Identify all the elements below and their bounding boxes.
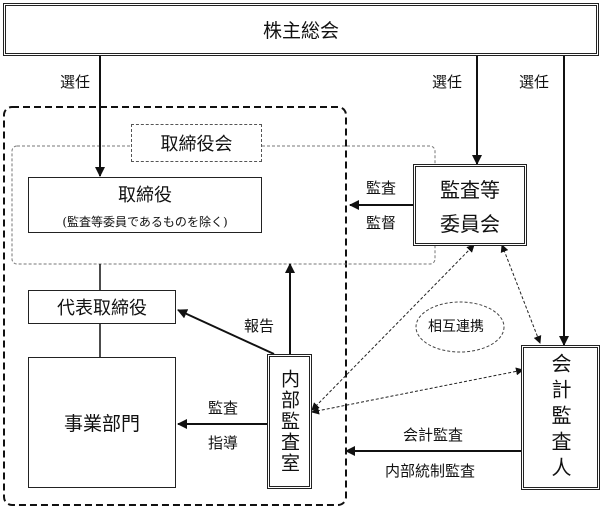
mutual-committee-auditor [500, 244, 542, 344]
directors-box: 取締役 (監査等委員であるものを除く) [28, 177, 262, 233]
internal-audit-label: 内部監査室 [278, 369, 300, 474]
audit-committee-line1: 監査等 [440, 177, 500, 202]
elect-label-1: 選任 [60, 73, 91, 91]
directors-note: (監査等委員であるものを除く) [62, 214, 228, 229]
mutual-ia-auditor [311, 367, 524, 415]
audit2-label: 監査 [208, 399, 239, 417]
shareholders-meeting-box: 株主総会 [3, 3, 599, 56]
internal-audit-box: 内部監査室 [267, 354, 312, 489]
mutual-label: 相互連携 [428, 319, 484, 335]
accounting-auditor-label: 会計監査人 [548, 352, 572, 483]
mutual-ia-committee [311, 244, 475, 411]
mutual-ellipse [415, 301, 505, 353]
acc-audit-label: 会計監査 [403, 426, 464, 444]
board-label-box: 取締役会 [131, 124, 262, 162]
representative-box: 代表取締役 [28, 290, 176, 324]
internal-control-audit-label: 内部統制監査 [385, 462, 476, 480]
representative-label: 代表取締役 [57, 298, 147, 319]
audit-committee-box: 監査等 委員会 [413, 164, 527, 246]
elect-label-2: 選任 [432, 73, 463, 91]
board-label: 取締役会 [160, 134, 233, 155]
shareholders-meeting-label: 株主総会 [262, 20, 339, 42]
audit-label: 監査 [366, 179, 397, 197]
accounting-auditor-box: 会計監査人 [521, 345, 600, 490]
report-label: 報告 [244, 317, 275, 335]
audit-committee-line2: 委員会 [440, 211, 500, 236]
business-label: 事業部門 [63, 413, 140, 435]
report-arrow-rep [177, 309, 275, 355]
business-box: 事業部門 [28, 357, 176, 488]
supervise-label: 監督 [366, 214, 397, 232]
elect-label-3: 選任 [519, 73, 550, 91]
guidance-label: 指導 [208, 434, 239, 452]
directors-label: 取締役 [118, 184, 172, 206]
